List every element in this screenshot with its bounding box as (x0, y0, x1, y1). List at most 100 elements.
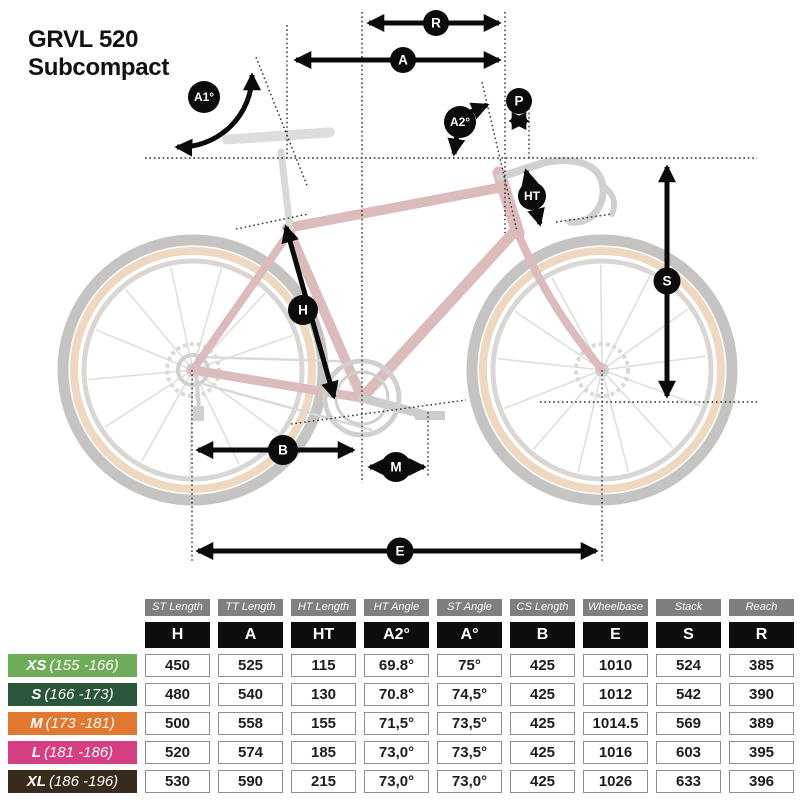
size-range: (166 -173) (44, 686, 114, 703)
table-cell: 542 (656, 683, 721, 706)
letter-cell: A2° (364, 622, 429, 648)
seattube-length-badge: H (288, 295, 318, 325)
table-cell: 73,0° (364, 741, 429, 764)
table-corner-cell (1, 599, 137, 616)
headtube-angle-badge: A2° (444, 106, 476, 138)
table-cell: 69.8° (364, 654, 429, 677)
size-letter: S (31, 686, 42, 703)
letter-cell: A (218, 622, 283, 648)
size-range: (181 -186) (43, 744, 114, 761)
chainstay-badge-label: B (278, 443, 288, 458)
table-cell: 633 (656, 770, 721, 793)
letter-cell: B (510, 622, 575, 648)
bb-offset-badge: M (381, 452, 411, 482)
size-letter: M (30, 715, 43, 732)
title-line1: GRVL 520 (28, 26, 139, 53)
size-label-m: M(173 -181) (8, 712, 137, 735)
size-range: (173 -181) (45, 715, 115, 732)
table-cell: 70.8° (364, 683, 429, 706)
seat-angle-badge: A1° (188, 81, 220, 113)
seattube-axis-line (255, 56, 309, 189)
headtube-angle-down-arrow (447, 134, 466, 157)
seat-angle-badge-label: A1° (194, 90, 214, 104)
table-cell: 155 (291, 712, 356, 735)
table-cell: 480 (145, 683, 210, 706)
table-corner-cell (1, 622, 137, 648)
rear-wheel (57, 234, 329, 506)
table-cell: 425 (510, 741, 575, 764)
table-cell: 1010 (583, 654, 648, 677)
table-cell: 1026 (583, 770, 648, 793)
table-cell: 215 (291, 770, 356, 793)
table-cell: 603 (656, 741, 721, 764)
table-cell: 1016 (583, 741, 648, 764)
stack-badge: S (653, 267, 681, 295)
headtube-length-badge-label: HT (524, 189, 541, 203)
title-line2: Subcompact (28, 54, 170, 81)
wheelbase-badge: E (386, 537, 414, 565)
size-label-xs: XS(155 -166) (8, 654, 137, 677)
headtube-angle-badge-label: A2° (450, 115, 470, 129)
size-label-xl: XL(186 -196) (8, 770, 137, 793)
stem-offset-badge-label: P (514, 94, 523, 109)
stem-offset-badge: P (506, 88, 532, 114)
stack-badge-label: S (662, 274, 671, 289)
reach-badge: R (423, 10, 449, 36)
size-letter: L (31, 744, 41, 761)
column-header: ST Length (145, 599, 210, 616)
table-cell: 590 (218, 770, 283, 793)
table-cell: 1012 (583, 683, 648, 706)
table-cell: 75° (437, 654, 502, 677)
table-cell: 73,0° (364, 770, 429, 793)
front-wheel-spokes (497, 264, 707, 473)
table-cell: 425 (510, 683, 575, 706)
measurement-badges: R A A1° A2° P HT S H B M E (188, 10, 681, 565)
bike-illustration (57, 127, 738, 506)
table-cell: 524 (656, 654, 721, 677)
construction-lines (145, 12, 757, 562)
table-cell: 396 (729, 770, 794, 793)
headtube-top-tick-line (555, 213, 613, 223)
column-header: ST Angle (437, 599, 502, 616)
letter-cell: HT (291, 622, 356, 648)
page-title: GRVL 520 Subcompact (28, 26, 169, 82)
table-cell: 185 (291, 741, 356, 764)
toptube-badge: A (390, 47, 416, 73)
table-cell: 425 (510, 712, 575, 735)
table-cell: 574 (218, 741, 283, 764)
table-cell: 74,5° (437, 683, 502, 706)
size-letter: XL (26, 773, 46, 790)
table-cell: 425 (510, 770, 575, 793)
letter-cell: E (583, 622, 648, 648)
table-cell: 1014.5 (583, 712, 648, 735)
column-header: CS Length (510, 599, 575, 616)
letter-cell: A° (437, 622, 502, 648)
bb-tick-line (290, 399, 467, 425)
table-cell: 500 (145, 712, 210, 735)
seattube-top-tick-line (235, 213, 309, 230)
table-cell: 389 (729, 712, 794, 735)
column-header: HT Length (291, 599, 356, 616)
table-cell: 395 (729, 741, 794, 764)
headtube-length-badge: HT (518, 182, 546, 210)
chainstay-badge: B (268, 435, 298, 465)
bike-geometry-diagram: R A A1° A2° P HT S H B M E (57, 10, 757, 565)
column-header: Wheelbase (583, 599, 648, 616)
column-header: TT Length (218, 599, 283, 616)
letter-cell: S (656, 622, 721, 648)
wheelbase-badge-label: E (395, 544, 404, 559)
table-cell: 73,5° (437, 712, 502, 735)
size-label-s: S(166 -173) (8, 683, 137, 706)
size-range: (186 -196) (48, 773, 119, 790)
table-cell: 530 (145, 770, 210, 793)
table-cell: 558 (218, 712, 283, 735)
seattube-length-badge-label: H (298, 303, 308, 318)
seat-angle-arc-arrow (174, 72, 262, 157)
table-cell: 525 (218, 654, 283, 677)
rear-wheel-spokes (88, 267, 297, 475)
table-cell: 569 (656, 712, 721, 735)
column-header: Stack (656, 599, 721, 616)
table-cell: 115 (291, 654, 356, 677)
table-cell: 71,5° (364, 712, 429, 735)
